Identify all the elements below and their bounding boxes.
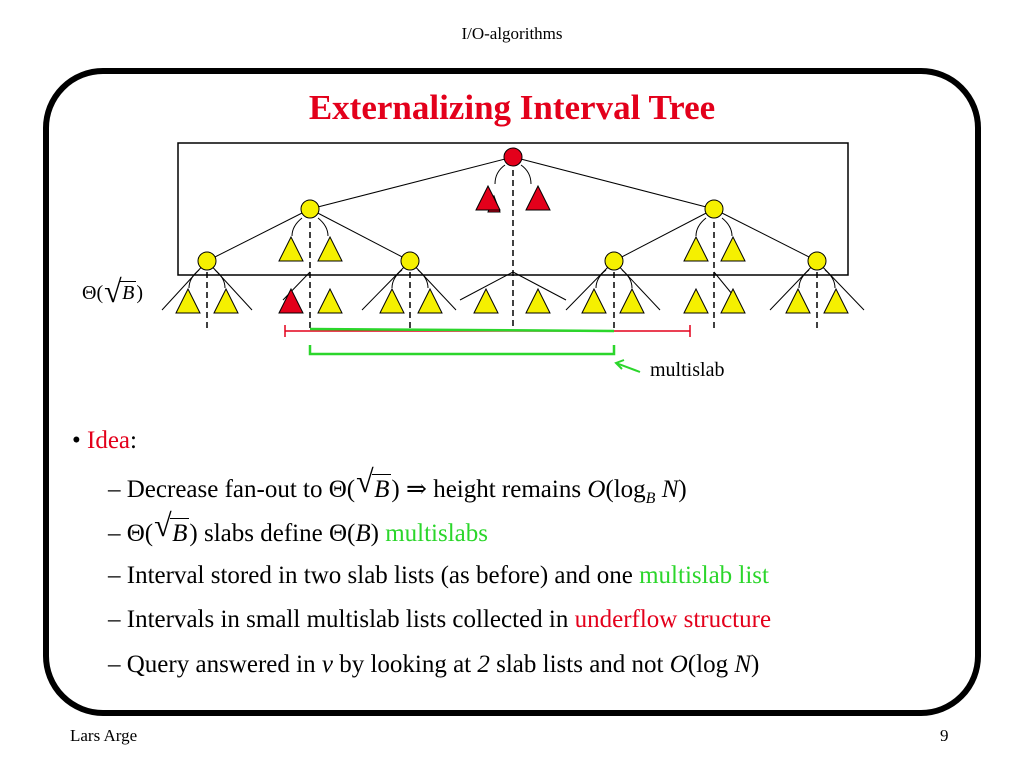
dashed-slab-lines — [206, 170, 818, 330]
yellow-triangle — [619, 287, 645, 314]
yellow-triangle — [683, 287, 709, 314]
root-node — [503, 147, 523, 167]
footer-author: Lars Arge — [70, 726, 138, 745]
edge — [512, 156, 715, 210]
tree-node — [704, 199, 724, 219]
red-triangle — [475, 184, 501, 211]
yellow-triangle — [175, 287, 201, 314]
slide-title: Externalizing Interval Tree — [308, 88, 716, 127]
edge — [613, 208, 715, 262]
fanout-label: Θ(√B) — [82, 273, 143, 309]
red-triangle — [525, 184, 551, 211]
bullet-slabs-define: – Θ(√B) slabs define Θ(B) multislabs — [108, 507, 489, 547]
bullet-interval-stored: – Interval stored in two slab lists (as … — [108, 562, 769, 589]
interval-tree-diagram — [161, 142, 865, 373]
edge — [309, 156, 514, 210]
slab-lists — [175, 184, 849, 314]
edge — [613, 260, 661, 311]
tree-node — [604, 251, 624, 271]
multislab-label: multislab — [650, 359, 725, 381]
tree-node — [300, 199, 320, 219]
tree-node — [197, 251, 217, 271]
yellow-triangle — [785, 287, 811, 314]
yellow-triangle — [317, 287, 343, 314]
multislab-arrow — [614, 359, 641, 373]
tree-node — [400, 251, 420, 271]
edge — [206, 208, 311, 262]
edge — [309, 208, 411, 262]
yellow-triangle — [317, 235, 343, 262]
bullet-query: – Query answered in v by looking at 2 sl… — [108, 651, 760, 678]
header-title: I/O-algorithms — [461, 24, 563, 43]
edge — [816, 260, 865, 311]
yellow-triangle — [473, 287, 499, 314]
slide-frame — [43, 68, 981, 716]
tree-nodes — [197, 147, 827, 271]
yellow-triangle — [525, 287, 551, 314]
edge — [459, 271, 514, 301]
bullet-underflow: – Intervals in small multislab lists col… — [108, 606, 772, 633]
edge — [409, 260, 457, 311]
tree-node — [807, 251, 827, 271]
edge — [161, 260, 208, 311]
yellow-triangle — [278, 235, 304, 262]
footer-page-number: 9 — [940, 726, 949, 745]
edge — [713, 208, 818, 262]
yellow-triangle — [581, 287, 607, 314]
yellow-triangle — [379, 287, 405, 314]
edge — [769, 260, 818, 311]
edge — [361, 260, 411, 311]
yellow-triangle — [213, 287, 239, 314]
red-triangle — [278, 287, 304, 314]
yellow-triangle — [683, 235, 709, 262]
edge — [206, 260, 253, 311]
arrows — [188, 164, 836, 289]
edge — [512, 271, 567, 301]
yellow-triangle — [823, 287, 849, 314]
yellow-triangle — [417, 287, 443, 314]
edge — [565, 260, 615, 311]
bullet-idea: • Idea: — [72, 427, 137, 454]
yellow-triangle — [720, 287, 746, 314]
bullet-decrease-fanout: – Decrease fan-out to Θ(√B) ⇒ height rem… — [108, 463, 687, 507]
yellow-triangle — [720, 235, 746, 262]
green-interval — [308, 327, 616, 356]
